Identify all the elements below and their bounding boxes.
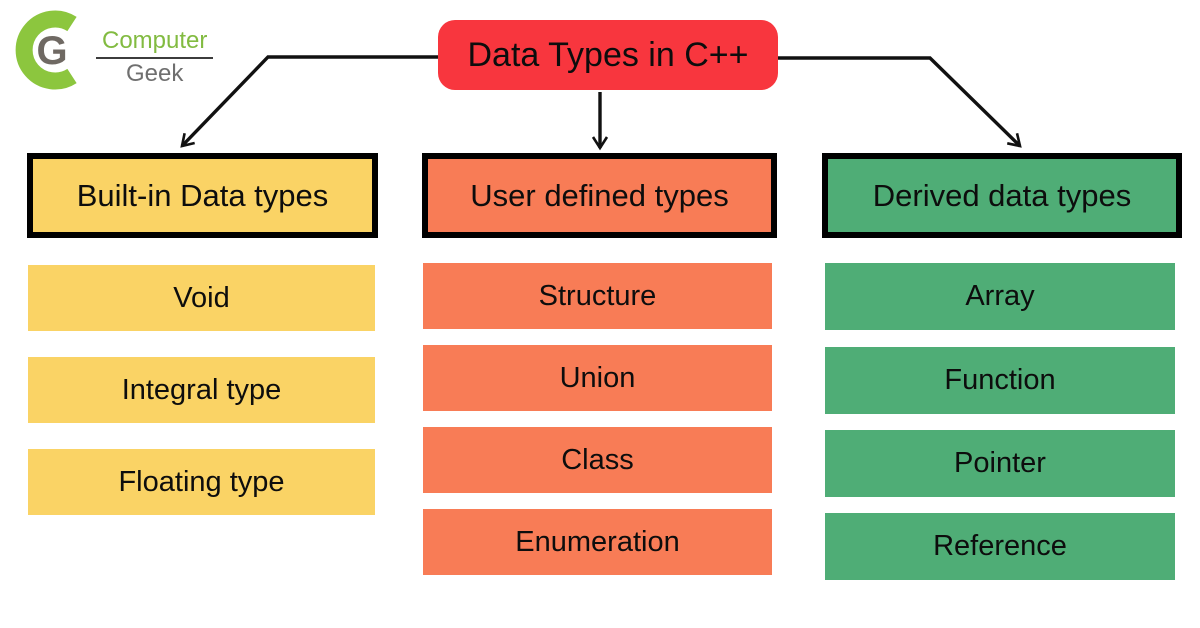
item-floating-type: Floating type [28,449,375,515]
item-array: Array [825,263,1175,330]
root-node-data-types: Data Types in C++ [438,20,778,90]
logo-text-secondary: Geek [126,60,184,88]
arrow-to-builtin [180,55,438,148]
item-class: Class [423,427,772,493]
logo-text-primary: Computer [102,27,208,54]
computer-geek-logo: G Computer Geek [14,4,214,96]
logo-divider [96,57,214,60]
item-enumeration: Enumeration [423,509,772,575]
item-integral-type: Integral type [28,357,375,423]
item-void: Void [28,265,375,331]
header-builtin-data-types: Built-in Data types [27,153,378,238]
item-union: Union [423,345,772,411]
logo-c-shape [15,10,77,90]
logo-cg-icon: G [15,10,77,90]
arrow-to-derived [778,56,1022,148]
item-function: Function [825,347,1175,414]
item-structure: Structure [423,263,772,329]
header-derived-data-types: Derived data types [822,153,1182,238]
item-pointer: Pointer [825,430,1175,497]
logo-g-letter: G [36,29,67,73]
item-reference: Reference [825,513,1175,580]
header-user-defined-types: User defined types [422,153,777,238]
logo-text: Computer Geek [96,27,214,88]
